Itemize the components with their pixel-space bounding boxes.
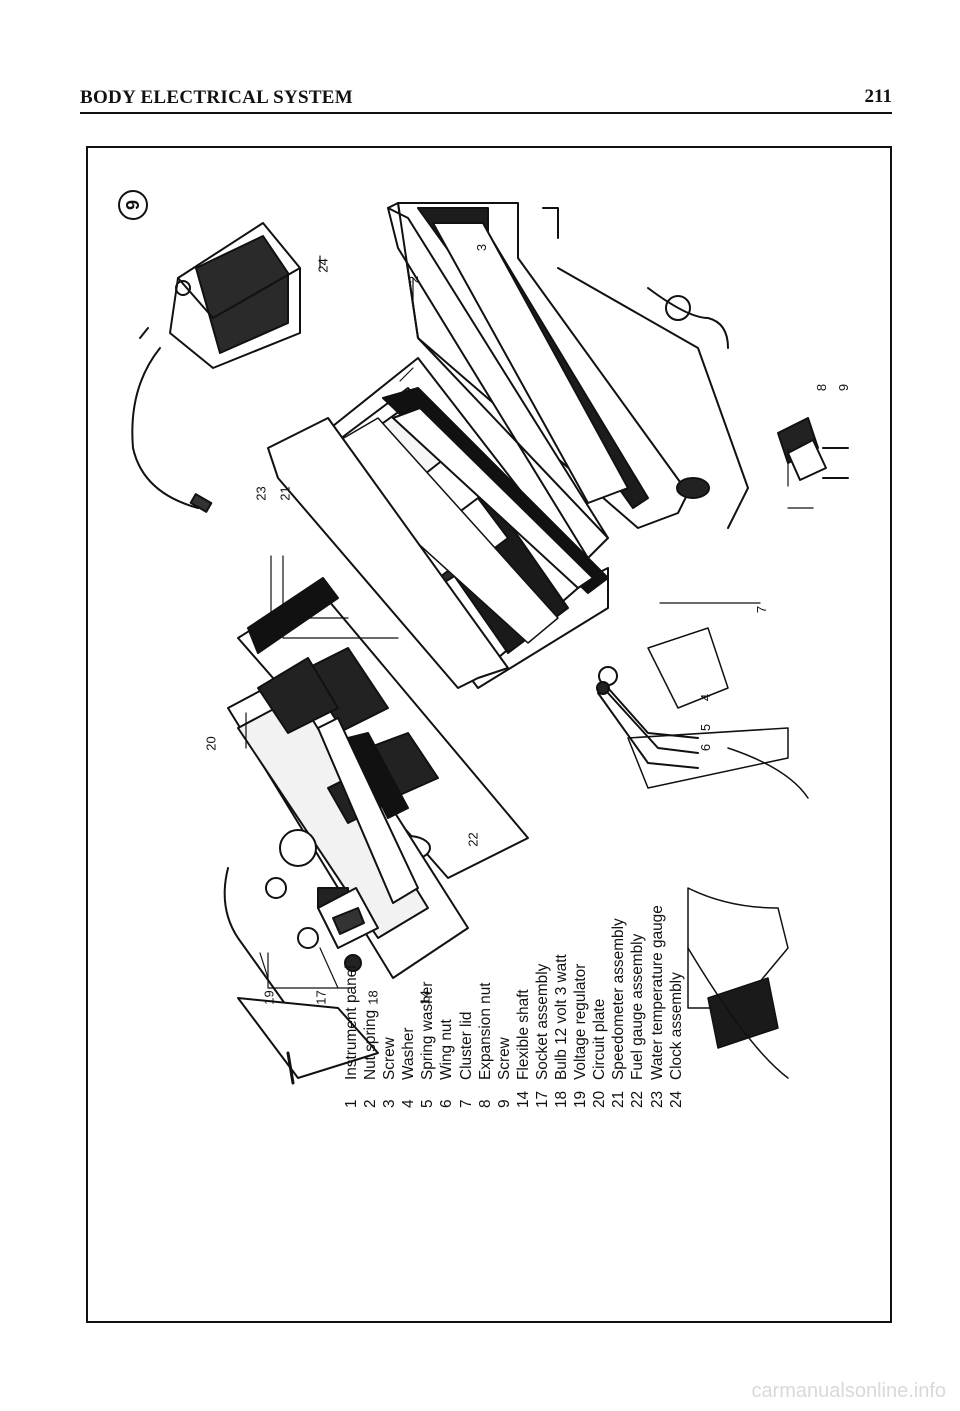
legend-item-number: 14 bbox=[514, 1090, 532, 1108]
callout-7: 7 bbox=[754, 605, 770, 614]
bracket-drawing bbox=[777, 417, 849, 481]
section-title: BODY ELECTRICAL SYSTEM bbox=[80, 87, 354, 108]
callout-6: 6 bbox=[698, 743, 714, 752]
legend-item: 2 Nut spring bbox=[361, 728, 380, 1108]
legend-item-label: Spring washer bbox=[419, 981, 437, 1080]
page-number: 211 bbox=[864, 86, 892, 107]
callout-4: 4 bbox=[698, 693, 714, 702]
legend-item-label: Voltage regulator bbox=[572, 963, 590, 1080]
callout-24: 24 bbox=[315, 258, 331, 273]
callout-2: 2 bbox=[406, 275, 422, 284]
figure-frame bbox=[86, 146, 892, 1323]
legend-item-label: Washer bbox=[400, 1027, 418, 1080]
legend-item-number: 1 bbox=[343, 1099, 360, 1108]
legend-item: 8 Expansion nut bbox=[476, 728, 495, 1108]
exploded-diagram bbox=[131, 202, 849, 1085]
legend-item-label: Screw bbox=[381, 1037, 399, 1080]
legend-item-label: Speedometer assembly bbox=[610, 918, 628, 1080]
wiring-harness-drawing bbox=[627, 627, 809, 1079]
callout-8: 8 bbox=[814, 383, 830, 392]
legend-item: 1 Instrument panel bbox=[342, 728, 361, 1108]
legend-item-label: Fuel gauge assembly bbox=[629, 933, 647, 1080]
legend-item-number: 18 bbox=[553, 1090, 571, 1108]
legend-item-number: 17 bbox=[533, 1090, 551, 1108]
legend-item-label: Nut spring bbox=[362, 1009, 380, 1080]
callout-5: 5 bbox=[698, 723, 714, 732]
legend-item: 17 Socket assembly bbox=[533, 728, 552, 1108]
legend-item: 22 Fuel gauge assembly bbox=[628, 728, 647, 1108]
callout-21: 21 bbox=[277, 486, 293, 501]
fasteners-drawing bbox=[596, 666, 699, 769]
legend-item: 19 Voltage regulator bbox=[571, 728, 590, 1108]
legend-item-number: 3 bbox=[381, 1099, 399, 1108]
legend-item: 18 Bulb 12 volt 3 watt bbox=[552, 728, 571, 1108]
callout-19: 19 bbox=[261, 990, 277, 1005]
flexible-shaft-drawing bbox=[223, 867, 379, 1085]
legend-item-number: 23 bbox=[648, 1090, 666, 1108]
legend-item-number: 19 bbox=[572, 1090, 590, 1108]
legend-item-label: Socket assembly bbox=[533, 963, 551, 1080]
callout-17: 17 bbox=[313, 990, 329, 1005]
legend-item-label: Expansion nut bbox=[476, 982, 494, 1080]
callout-20: 20 bbox=[203, 736, 219, 751]
legend-item-label: Instrument panel bbox=[343, 965, 360, 1080]
legend-item-label: Bulb 12 volt 3 watt bbox=[553, 954, 571, 1080]
legend-item-number: 24 bbox=[667, 1090, 685, 1108]
legend-item: 3 Screw bbox=[380, 728, 399, 1108]
leader-lines bbox=[245, 255, 814, 989]
legend-item-label: Water temperature gauge bbox=[648, 905, 666, 1080]
legend-item: 4 Washer bbox=[399, 728, 418, 1108]
legend-item-label: Circuit plate bbox=[591, 998, 609, 1080]
legend-item-number: 20 bbox=[591, 1090, 609, 1108]
callout-23: 23 bbox=[253, 486, 269, 501]
circuit-plate-drawing bbox=[317, 717, 419, 904]
legend-item-number: 7 bbox=[457, 1099, 475, 1108]
legend-item-label: Cluster lid bbox=[457, 1011, 475, 1080]
legend-item: 5 Spring washer bbox=[418, 728, 437, 1108]
legend-item: 14 Flexible shaft bbox=[514, 728, 533, 1108]
legend-item-number: 8 bbox=[476, 1099, 494, 1108]
legend-item: 24 Clock assembly bbox=[667, 728, 686, 1108]
legend-item-number: 22 bbox=[629, 1090, 647, 1108]
voltage-regulator-drawing bbox=[317, 887, 379, 972]
cluster-lid-drawing bbox=[387, 202, 749, 559]
legend-item-label: Wing nut bbox=[438, 1019, 456, 1080]
callout-9: 9 bbox=[836, 383, 852, 392]
page-header: BODY ELECTRICAL SYSTEM 211 bbox=[80, 78, 892, 114]
legend-item: 21 Speedometer assembly bbox=[609, 728, 628, 1108]
legend-item-label: Clock assembly bbox=[667, 972, 685, 1080]
legend-item: 23 Water temperature gauge bbox=[648, 728, 667, 1108]
legend-item: 20 Circuit plate bbox=[590, 728, 609, 1108]
bezel-panels-drawing bbox=[317, 387, 609, 644]
callout-3: 3 bbox=[474, 243, 490, 252]
legend-item-number: 21 bbox=[610, 1090, 628, 1108]
watermark: carmanualsonline.info bbox=[751, 1380, 946, 1402]
clock-assembly-drawing bbox=[131, 222, 301, 513]
legend-item-number: 2 bbox=[362, 1099, 380, 1108]
legend-item-number: 5 bbox=[419, 1099, 437, 1108]
legend-item-number: 6 bbox=[438, 1099, 456, 1108]
legend-item: 7 Cluster lid bbox=[457, 728, 476, 1108]
legend-item-number: 9 bbox=[495, 1099, 513, 1108]
legend-item-label: Flexible shaft bbox=[514, 989, 532, 1080]
legend-item-number: 4 bbox=[400, 1099, 418, 1108]
legend-item: 9 Screw bbox=[495, 728, 514, 1108]
legend-item: 6 Wing nut bbox=[437, 728, 456, 1108]
legend-item-label: Screw bbox=[495, 1037, 513, 1080]
